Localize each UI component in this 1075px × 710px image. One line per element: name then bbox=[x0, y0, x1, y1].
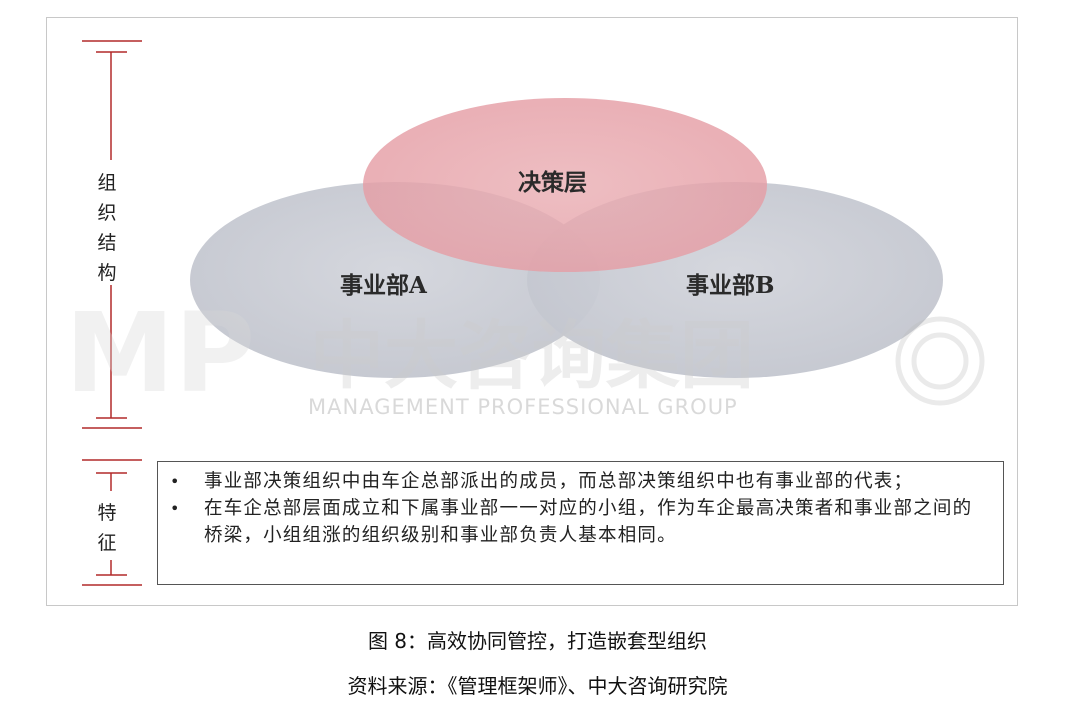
features-label-char: 特 bbox=[97, 502, 117, 524]
division-a-label: 事业部A bbox=[340, 272, 427, 299]
feature-text: 在车企总部层面成立和下属事业部一一对应的小组，作为车企最高决策者和事业部之间的桥… bbox=[204, 498, 973, 546]
bullet-icon: • bbox=[170, 499, 181, 518]
structure-label: 组 织 结 构 bbox=[96, 168, 118, 288]
features-label: 特 征 bbox=[96, 498, 118, 558]
structure-label-char: 构 bbox=[97, 262, 117, 284]
circle-decision-layer bbox=[363, 98, 767, 272]
figure-caption: 图 8：高效协同管控，打造嵌套型组织 bbox=[367, 629, 708, 653]
bullet-icon: • bbox=[170, 472, 181, 491]
features-label-char: 征 bbox=[97, 532, 117, 554]
division-b-label: 事业部B bbox=[686, 272, 775, 299]
features-box: • 事业部决策组织中由车企总部派出的成员，而总部决策组织中也有事业部的代表； • 在… bbox=[157, 461, 1004, 585]
source-caption: 资料来源：《管理框架师》、中大咨询研究院 bbox=[347, 674, 728, 698]
feature-item: • 事业部决策组织中由车企总部派出的成员，而总部决策组织中也有事业部的代表； bbox=[170, 468, 983, 495]
structure-label-char: 结 bbox=[97, 232, 117, 254]
structure-bracket bbox=[82, 40, 142, 429]
features-bracket bbox=[82, 459, 142, 586]
decision-layer-label: 决策层 bbox=[518, 169, 587, 196]
features-list: • 事业部决策组织中由车企总部派出的成员，而总部决策组织中也有事业部的代表； • 在… bbox=[158, 462, 1003, 549]
feature-item: • 在车企总部层面成立和下属事业部一一对应的小组，作为车企最高决策者和事业部之间的… bbox=[170, 495, 983, 549]
structure-label-char: 织 bbox=[97, 202, 117, 224]
feature-text: 事业部决策组织中由车企总部派出的成员，而总部决策组织中也有事业部的代表； bbox=[204, 471, 914, 492]
structure-label-char: 组 bbox=[97, 172, 117, 194]
